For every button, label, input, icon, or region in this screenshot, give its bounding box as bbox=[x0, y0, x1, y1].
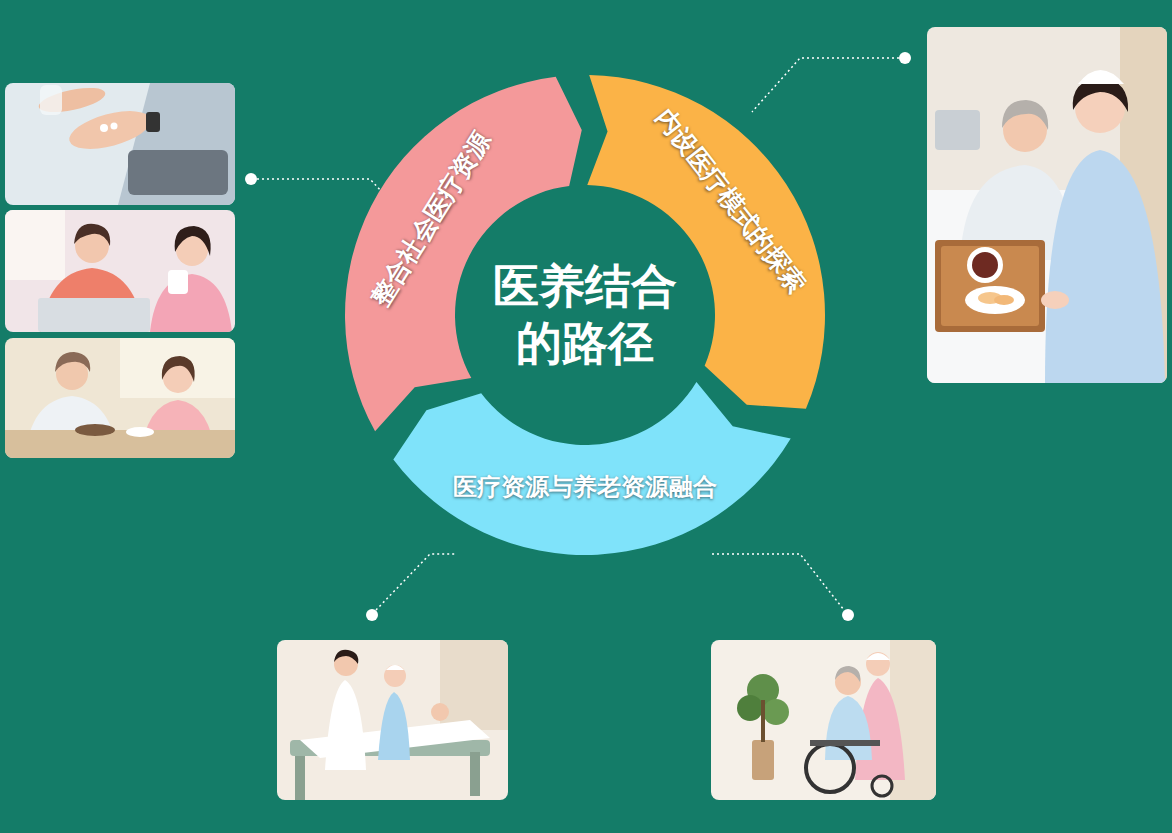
photo-nurse-tray-part bbox=[994, 295, 1014, 305]
photo-wheelchair-part bbox=[866, 653, 890, 660]
photo-meal-part bbox=[55, 352, 90, 372]
photo-pills-part bbox=[5, 83, 235, 205]
photo-pills-part bbox=[37, 83, 108, 117]
photo-wheelchair-part bbox=[761, 700, 765, 742]
photo-nurse-tray-part bbox=[1045, 150, 1165, 383]
photo-laptop bbox=[5, 210, 235, 332]
ring-segment: 内设医疗模式的探索 bbox=[345, 75, 825, 555]
leader-dots-part bbox=[245, 173, 257, 185]
photo-meal-part bbox=[5, 430, 235, 458]
ring-segment-shape bbox=[345, 75, 825, 555]
photo-meal-part bbox=[5, 338, 235, 458]
photo-pills-part bbox=[111, 123, 118, 130]
ring-arrow bbox=[345, 77, 582, 432]
leader-dots-part bbox=[899, 52, 911, 64]
photo-wheelchair-part bbox=[806, 744, 854, 792]
photo-wheelchair-part bbox=[752, 740, 774, 780]
photo-ward-part bbox=[440, 640, 508, 730]
ring-arrow bbox=[393, 382, 790, 555]
photo-nurse-tray bbox=[927, 27, 1167, 383]
photo-laptop-part bbox=[5, 210, 235, 332]
photo-meal bbox=[5, 338, 235, 458]
photo-wheelchair-part bbox=[872, 776, 892, 796]
photo-nurse-tray-part bbox=[967, 247, 1003, 283]
photo-ward-part bbox=[295, 756, 305, 800]
photo-ward-part bbox=[325, 680, 366, 770]
photo-pills-part bbox=[146, 112, 160, 132]
photo-meal-part bbox=[75, 424, 115, 436]
photo-ward-part bbox=[334, 650, 358, 664]
photo-wheelchair-part bbox=[866, 652, 890, 676]
photo-laptop-part bbox=[168, 270, 188, 294]
photo-ward-part bbox=[378, 692, 410, 760]
photo-nurse-tray-part bbox=[1078, 70, 1124, 84]
photo-wheelchair-part bbox=[835, 666, 860, 682]
leader-lines-part bbox=[257, 179, 382, 192]
photo-pills bbox=[5, 83, 235, 205]
leader-dots bbox=[245, 52, 911, 621]
photo-ward-part bbox=[431, 703, 449, 721]
photo-ward-part bbox=[386, 665, 404, 670]
photo-wheelchair-part bbox=[763, 699, 789, 725]
photo-wheelchair-part bbox=[711, 640, 936, 800]
photo-pills-part bbox=[118, 83, 235, 205]
photo-nurse-tray-part bbox=[935, 240, 1045, 332]
diagram-title: 医养结合 的路径 bbox=[486, 258, 684, 373]
ring-segment: 医疗资源与养老资源融合 bbox=[345, 75, 825, 555]
photo-laptop-part bbox=[175, 226, 211, 256]
ring-segment-shape bbox=[345, 75, 825, 555]
photo-pills-part bbox=[40, 85, 62, 115]
photo-ward-part bbox=[277, 640, 508, 800]
photo-wheelchair-part bbox=[810, 740, 880, 746]
photo-nurse-tray-part bbox=[1002, 100, 1048, 130]
photo-pills-part bbox=[100, 124, 108, 132]
leader-dots-part bbox=[842, 609, 854, 621]
photo-wheelchair-part bbox=[737, 695, 763, 721]
ring-arrow bbox=[587, 75, 825, 409]
photo-nurse-tray-part bbox=[965, 286, 1025, 314]
photo-laptop-part bbox=[150, 274, 232, 332]
ring-segment: 整合社会医疗资源 bbox=[345, 75, 825, 555]
photo-ward bbox=[277, 640, 508, 800]
photo-pills-part bbox=[65, 104, 154, 157]
photo-meal-part bbox=[120, 338, 235, 398]
leader-lines-part bbox=[712, 554, 844, 610]
photo-laptop-part bbox=[74, 224, 110, 246]
photo-nurse-tray-part bbox=[972, 252, 998, 278]
photo-meal-part bbox=[162, 356, 195, 382]
photo-laptop-part bbox=[5, 210, 65, 280]
photo-nurse-tray-part bbox=[927, 27, 1167, 383]
segment-label: 内设医疗模式的探索 bbox=[650, 103, 812, 299]
photo-meal-part bbox=[126, 427, 154, 437]
photo-laptop-part bbox=[38, 298, 150, 332]
photo-pills-part bbox=[128, 150, 228, 195]
leader-lines-part bbox=[752, 58, 899, 112]
segment-label: 医疗资源与养老资源融合 bbox=[453, 473, 717, 502]
photo-nurse-tray-part bbox=[935, 110, 980, 150]
photo-wheelchair bbox=[711, 640, 936, 800]
ring-segment-shape bbox=[345, 75, 825, 555]
photo-nurse-tray-part bbox=[941, 246, 1039, 326]
photo-ward-part bbox=[470, 752, 480, 796]
photo-ward-part bbox=[384, 665, 406, 687]
photo-nurse-tray-part bbox=[1041, 291, 1069, 309]
leader-dots-part bbox=[366, 609, 378, 621]
leader-lines bbox=[257, 58, 899, 610]
leader-lines-part bbox=[376, 554, 456, 610]
segment-label: 整合社会医疗资源 bbox=[365, 126, 496, 312]
